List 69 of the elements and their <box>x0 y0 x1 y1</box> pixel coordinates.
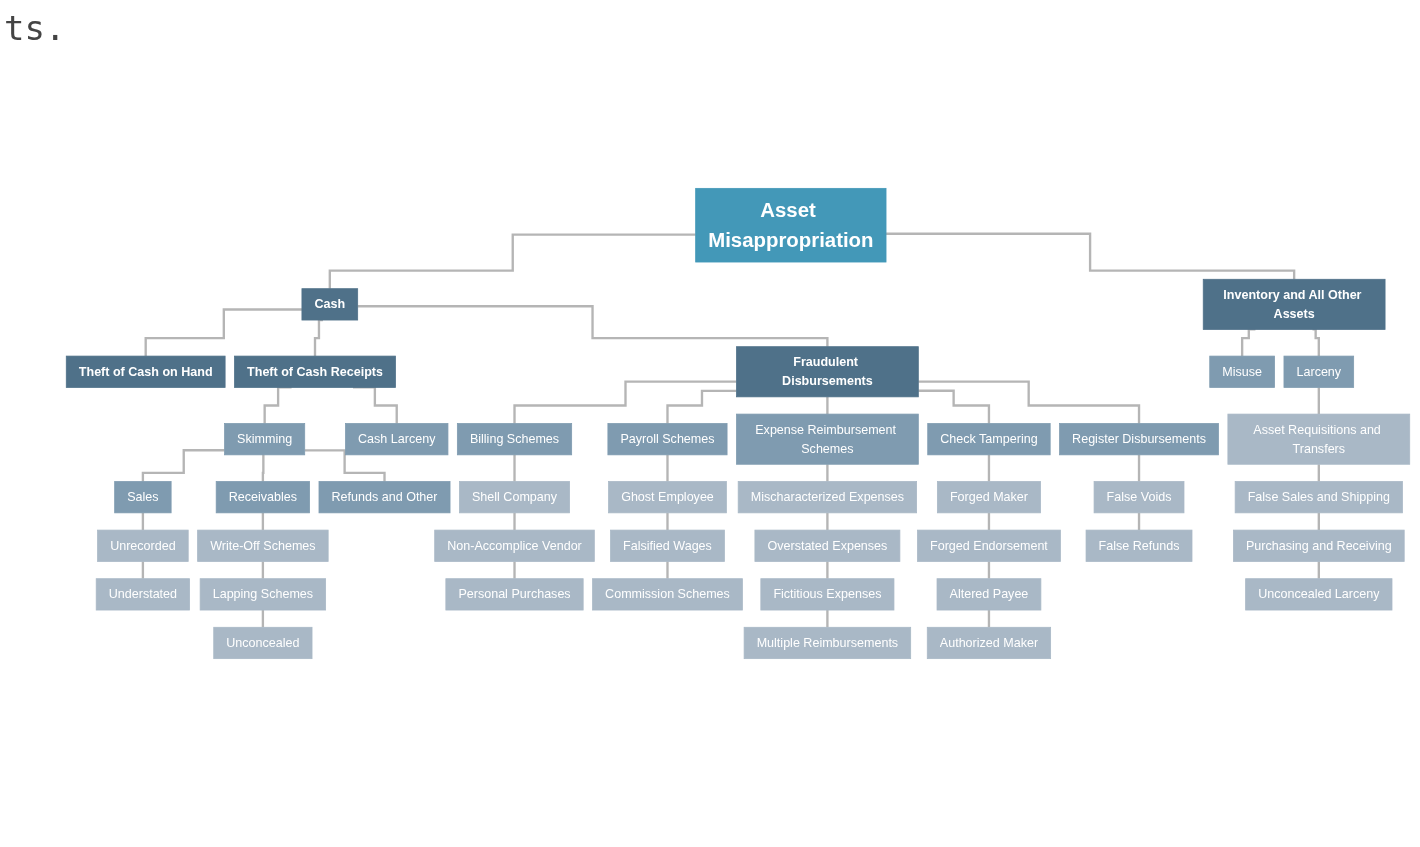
connector <box>513 380 737 425</box>
node-box: Unconcealed <box>213 626 313 660</box>
node-box: Cash <box>301 288 359 321</box>
node-box: Forged Endorsement <box>917 529 1061 562</box>
connector <box>666 511 669 532</box>
connector <box>357 305 829 348</box>
node-box: Asset Misappropriation <box>695 187 887 263</box>
node-box: Theft of Cash on Hand <box>65 355 226 388</box>
node-box: Asset Requisitions and Transfers <box>1227 413 1411 465</box>
node-box: Billing Schemes <box>456 423 573 456</box>
connector <box>918 389 991 425</box>
connector <box>141 449 225 483</box>
node-box: Personal Purchases <box>445 578 584 611</box>
node-box: Authorized Maker <box>926 626 1052 660</box>
node-box: False Refunds <box>1085 529 1193 562</box>
node-box: Expense Reimbursement Schemes <box>736 413 919 465</box>
node-box: Fraudulent Disbursements <box>736 346 919 398</box>
node-box: Understated <box>95 578 190 611</box>
node-box: Overstated Expenses <box>754 529 901 562</box>
node-box: Refunds and Other <box>318 481 451 514</box>
node-box: Unconcealed Larceny <box>1245 578 1393 611</box>
node-box: Cash Larceny <box>345 423 449 456</box>
connector <box>987 453 991 483</box>
connector <box>1317 386 1320 416</box>
node-box: Register Disbursements <box>1059 423 1219 456</box>
text-fragment: ts. <box>4 8 66 48</box>
connector <box>918 380 1141 425</box>
node-box: Receivables <box>215 481 310 514</box>
node-box: Forged Maker <box>937 481 1041 514</box>
node-box: Theft of Cash Receipts <box>234 355 396 388</box>
node-box: Purchasing and Receiving <box>1233 529 1405 562</box>
node-box: Larceny <box>1283 355 1355 388</box>
connector <box>328 233 696 290</box>
node-box: Falsified Wages <box>610 529 725 562</box>
node-box: Skimming <box>224 423 306 456</box>
node-box: Check Tampering <box>927 423 1051 456</box>
connector <box>886 232 1296 281</box>
connector <box>304 449 386 483</box>
connector <box>666 389 737 425</box>
connector <box>1312 328 1320 358</box>
connector <box>1137 453 1141 483</box>
node-box: Unrecorded <box>97 529 189 562</box>
node-box: Shell Company <box>459 481 570 514</box>
connector <box>666 560 669 580</box>
node-box: False Voids <box>1093 481 1185 514</box>
connector <box>826 463 829 483</box>
node-box: Altered Payee <box>936 578 1042 611</box>
node-box: Multiple Reimbursements <box>743 626 912 660</box>
connector <box>144 308 302 358</box>
node-box: Payroll Schemes <box>607 423 728 456</box>
node-box: Fictitious Expenses <box>760 578 895 611</box>
connector <box>826 560 829 580</box>
connector <box>513 560 516 580</box>
connector <box>666 453 669 483</box>
node-box: Misuse <box>1209 355 1275 388</box>
node-box: Mischaracterized Expenses <box>737 481 917 514</box>
connector <box>513 511 516 532</box>
connector <box>261 453 265 483</box>
node-box: Commission Schemes <box>592 578 743 611</box>
node-box: Inventory and All Other Assets <box>1202 278 1386 330</box>
node-box: Lapping Schemes <box>199 578 326 611</box>
node-box: False Sales and Shipping <box>1234 481 1403 514</box>
node-box: Non-Accomplice Vendor <box>434 529 595 562</box>
connector <box>826 395 829 416</box>
connector <box>513 453 516 483</box>
node-box: Ghost Employee <box>608 481 727 514</box>
node-box: Sales <box>114 481 172 514</box>
connector <box>826 511 829 532</box>
node-box: Write-Off Schemes <box>197 529 329 562</box>
